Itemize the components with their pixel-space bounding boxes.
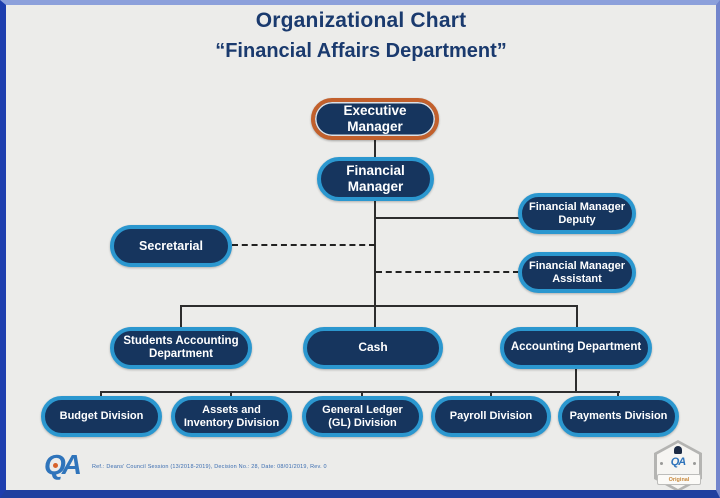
connector-stub-budget <box>100 391 102 397</box>
node-financial-manager-deputy: Financial Manager Deputy <box>518 193 636 234</box>
qa-original-seal: QA Original <box>651 438 705 490</box>
connector-stub-payroll <box>490 391 492 397</box>
seal-ribbon: Original <box>657 474 701 485</box>
qa-logo-dot-icon <box>53 463 58 468</box>
node-financial-manager: Financial Manager <box>317 157 434 201</box>
seal-qa-label: QA <box>670 456 687 468</box>
node-executive-manager-label: Executive Manager <box>343 103 407 134</box>
node-payroll-division-label: Payroll Division <box>449 410 533 423</box>
reference-text: Ref.: Deans' Council Session (13/2018-20… <box>92 464 327 470</box>
qa-logo-text: QA <box>44 449 82 480</box>
node-secretarial-label: Secretarial <box>139 238 203 253</box>
node-budget-division: Budget Division <box>41 396 162 437</box>
seal-emblem-icon <box>674 446 682 454</box>
node-general-ledger-division-label: General Ledger (GL) Division <box>322 403 403 429</box>
node-financial-manager-assistant-label: Financial Manager Assistant <box>529 259 625 285</box>
node-executive-manager: Executive Manager <box>311 98 439 140</box>
connector-stub-assets <box>230 391 232 397</box>
page-title-block: Organizational Chart “Financial Affairs … <box>6 9 716 63</box>
node-students-accounting-department: Students Accounting Department <box>110 327 252 369</box>
node-cash: Cash <box>303 327 443 369</box>
node-financial-manager-deputy-label: Financial Manager Deputy <box>529 200 625 226</box>
node-secretarial: Secretarial <box>110 225 232 267</box>
page-title: Organizational Chart <box>255 9 467 32</box>
connector-stub-accounting <box>576 305 578 328</box>
node-assets-and-inventory-division-label: Assets and Inventory Division <box>183 403 280 429</box>
seal-banner-label: Original <box>668 476 690 483</box>
node-accounting-department: Accounting Department <box>500 327 652 369</box>
qa-logo: QA <box>44 449 82 480</box>
connector-stub-students <box>180 305 182 328</box>
node-financial-manager-assistant: Financial Manager Assistant <box>518 252 636 293</box>
node-cash-label: Cash <box>358 340 388 355</box>
node-general-ledger-division: General Ledger (GL) Division <box>302 396 423 437</box>
node-payments-division-label: Payments Division <box>569 410 668 423</box>
page-subtitle: “Financial Affairs Department” <box>215 40 507 62</box>
node-payroll-division: Payroll Division <box>431 396 551 437</box>
connector-accounting-down <box>575 368 577 393</box>
node-payments-division: Payments Division <box>558 396 679 437</box>
node-budget-division-label: Budget Division <box>59 410 144 423</box>
node-accounting-department-label: Accounting Department <box>510 341 642 354</box>
connector-trunk-vertical <box>374 200 376 306</box>
connector-stub-gl <box>361 391 363 397</box>
connector-stub-cash <box>374 305 376 328</box>
node-financial-manager-label: Financial Manager <box>346 163 405 194</box>
connector-dashed-secretarial <box>232 244 375 246</box>
connector-exec-to-financial <box>374 138 376 158</box>
seal-left-dot-icon <box>660 462 663 465</box>
connector-row3-horizontal <box>180 305 578 307</box>
connector-to-deputy <box>375 217 519 219</box>
node-assets-and-inventory-division: Assets and Inventory Division <box>171 396 292 437</box>
connector-stub-payments <box>617 391 619 397</box>
node-students-accounting-department-label: Students Accounting Department <box>123 334 239 360</box>
seal-right-dot-icon <box>693 462 696 465</box>
connector-dashed-assistant <box>376 271 519 273</box>
connector-divisions-horizontal <box>100 391 620 393</box>
